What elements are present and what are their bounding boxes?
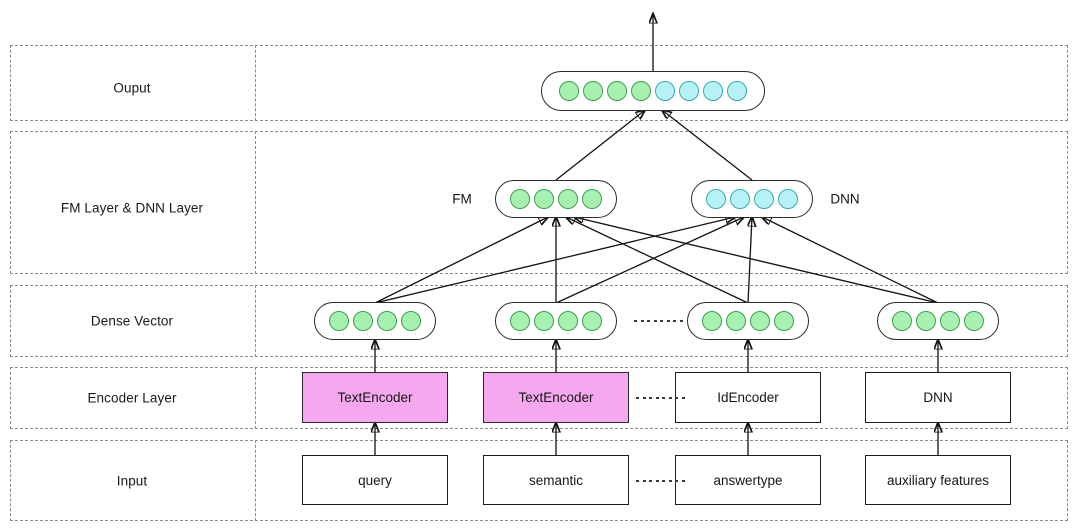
fm-node-1 <box>510 189 530 209</box>
encoder-box-dnn[interactable]: DNN <box>865 372 1011 423</box>
dense4-node-4 <box>964 311 984 331</box>
dense3-node-4 <box>774 311 794 331</box>
dnn-node-2 <box>730 189 750 209</box>
input-box-answertype[interactable]: answertype <box>675 455 821 505</box>
encoder-box-textencoder-1[interactable]: TextEncoder <box>302 372 448 423</box>
band-divider-dense <box>255 285 256 357</box>
dense1-node-2 <box>353 311 373 331</box>
dense2-node-2 <box>534 311 554 331</box>
band-encoder <box>10 367 1068 429</box>
dnn-node-3 <box>754 189 774 209</box>
row-label-fm-dnn: FM Layer & DNN Layer <box>60 200 204 216</box>
fm-node-4 <box>582 189 602 209</box>
band-input <box>10 440 1068 521</box>
dnn-vector-capsule <box>691 180 813 218</box>
input-row-ellipsis <box>636 480 685 482</box>
dnn-node-1 <box>706 189 726 209</box>
band-divider-input <box>255 440 256 521</box>
dense3-node-3 <box>750 311 770 331</box>
output-node-5 <box>655 81 675 101</box>
row-label-encoder: Encoder Layer <box>87 390 177 406</box>
dense4-node-2 <box>916 311 936 331</box>
fm-vector-capsule <box>495 180 617 218</box>
output-node-6 <box>679 81 699 101</box>
encoder-box-textencoder-2[interactable]: TextEncoder <box>483 372 629 423</box>
input-box-auxiliary-features[interactable]: auxiliary features <box>865 455 1011 505</box>
row-label-dense: Dense Vector <box>90 313 174 329</box>
dense1-node-4 <box>401 311 421 331</box>
dense-vector-capsule-3 <box>687 302 809 340</box>
dense4-node-1 <box>892 311 912 331</box>
dense1-node-3 <box>377 311 397 331</box>
row-label-output: Ouput <box>113 80 151 96</box>
dense2-node-4 <box>582 311 602 331</box>
input-box-semantic[interactable]: semantic <box>483 455 629 505</box>
dense3-node-2 <box>726 311 746 331</box>
output-node-8 <box>727 81 747 101</box>
dense1-node-1 <box>329 311 349 331</box>
dense3-node-1 <box>702 311 722 331</box>
dense-vector-capsule-2 <box>495 302 617 340</box>
band-output <box>10 45 1068 121</box>
fm-node-3 <box>558 189 578 209</box>
output-vector-capsule <box>541 71 765 111</box>
dense2-node-1 <box>510 311 530 331</box>
band-divider-encoder <box>255 367 256 429</box>
output-node-7 <box>703 81 723 101</box>
output-node-1 <box>559 81 579 101</box>
fm-node-2 <box>534 189 554 209</box>
dense2-node-3 <box>558 311 578 331</box>
encoder-box-idencoder[interactable]: IdEncoder <box>675 372 821 423</box>
dnn-node-4 <box>778 189 798 209</box>
fm-label: FM <box>452 191 472 207</box>
output-node-2 <box>583 81 603 101</box>
band-divider-output <box>255 45 256 121</box>
output-node-4 <box>631 81 651 101</box>
dense4-node-3 <box>940 311 960 331</box>
row-label-input: Input <box>116 473 148 489</box>
dnn-label: DNN <box>830 191 860 207</box>
encoder-row-ellipsis <box>636 397 685 399</box>
input-box-query[interactable]: query <box>302 455 448 505</box>
dense-vector-capsule-4 <box>877 302 999 340</box>
dense-vector-capsule-1 <box>314 302 436 340</box>
dense-row-ellipsis <box>634 320 683 322</box>
band-divider-fm-dnn <box>255 131 256 274</box>
output-node-3 <box>607 81 627 101</box>
